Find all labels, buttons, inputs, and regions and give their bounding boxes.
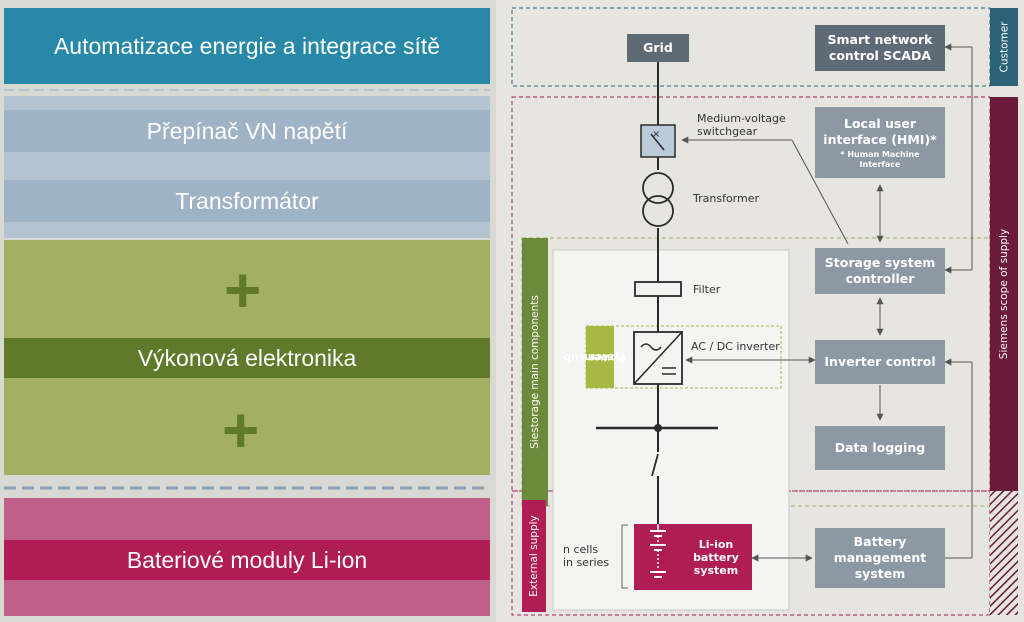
storage-controller-line2: controller (845, 271, 915, 286)
scope-hatch (990, 491, 1018, 615)
band-battery-label: Bateriové moduly Li-ion (126, 546, 368, 573)
data-logging-label: Data logging (834, 440, 926, 455)
hmi-note-line2: Interface (859, 159, 901, 169)
power-sub-tab: Power sub system (564, 326, 627, 388)
band-automation-label: Automatizace energie a integrace sítě (53, 32, 441, 59)
transformer-symbol (642, 172, 674, 204)
liion-line2: battery (693, 550, 739, 564)
transformer-label: Transformer (693, 192, 760, 205)
liion-line1: Li-ion (698, 537, 734, 551)
hmi-box: Local user interface (HMI)* * Human Mach… (815, 107, 945, 178)
grid-box: Grid (627, 34, 689, 62)
siemens-scope-label: Siemens scope of supply (998, 228, 1010, 360)
switchgear-symbol (640, 124, 676, 158)
n-cells-label: n cells in series (563, 543, 609, 569)
band-automation: Automatizace energie a integrace sítě (4, 8, 490, 84)
band-transformer: Transformátor (4, 180, 490, 222)
external-supply-label: External supply (528, 515, 540, 597)
mv-switchgear-label: Medium-voltage switchgear (697, 112, 786, 138)
customer-label: Customer (998, 21, 1011, 73)
band-power-electronics: Výkonová elektronika (4, 338, 490, 378)
smart-network-line1: Smart network (827, 32, 933, 47)
svg-text:×: × (652, 129, 660, 140)
band-power-electronics-label: Výkonová elektronika (137, 344, 357, 371)
smart-network-line2: control SCADA (828, 48, 932, 63)
plus-top: + (224, 254, 262, 326)
band-battery: Bateriové moduly Li-ion (4, 540, 490, 580)
n-cells-line2: in series (563, 556, 610, 569)
power-sub-label: Power sub system (564, 326, 627, 388)
plus-bottom: + (222, 394, 260, 466)
inverter-label: AC / DC inverter (691, 340, 780, 353)
hmi-line1: Local user (843, 115, 916, 131)
siestorage-tab: Siestorage main components (522, 238, 548, 506)
siemens-scope-tab: Siemens scope of supply (990, 97, 1018, 491)
bms-line3: system (854, 566, 906, 581)
liion-battery-left (634, 524, 680, 590)
filter-label: Filter (693, 283, 721, 296)
siestorage-label: Siestorage main components (529, 295, 541, 449)
bms-box: Battery management system (815, 528, 945, 588)
band-transformer-label: Transformátor (175, 187, 319, 214)
band-switchgear-label: Přepínač VN napětí (146, 117, 348, 144)
bms-line1: Battery (853, 534, 907, 549)
power-sub-line2: system (584, 351, 627, 364)
liion-battery-label-box: Li-ion battery system (680, 524, 752, 590)
mv-switchgear-line2: switchgear (697, 125, 758, 138)
hmi-note-line1: * Human Machine (840, 149, 920, 159)
band-switchgear: Přepínač VN napětí (4, 110, 490, 152)
n-cells-line1: n cells (563, 543, 599, 556)
storage-controller-line1: Storage system (824, 255, 936, 270)
inverter-control-label: Inverter control (824, 354, 936, 369)
customer-region (511, 7, 991, 87)
external-supply-tab: External supply (522, 500, 546, 612)
customer-tab: Customer (990, 8, 1018, 86)
data-logging-box: Data logging (815, 426, 945, 470)
smart-network-box: Smart network control SCADA (815, 25, 945, 71)
storage-controller-box: Storage system controller (815, 248, 945, 294)
liion-line3: system (693, 563, 739, 577)
bms-line2: management (833, 550, 927, 565)
grid-label: Grid (643, 40, 673, 55)
mv-switchgear-line1: Medium-voltage (697, 112, 786, 125)
filter-symbol (634, 281, 682, 297)
inverter-control-box: Inverter control (815, 340, 945, 384)
hmi-line2: interface (HMI)* (823, 131, 937, 147)
